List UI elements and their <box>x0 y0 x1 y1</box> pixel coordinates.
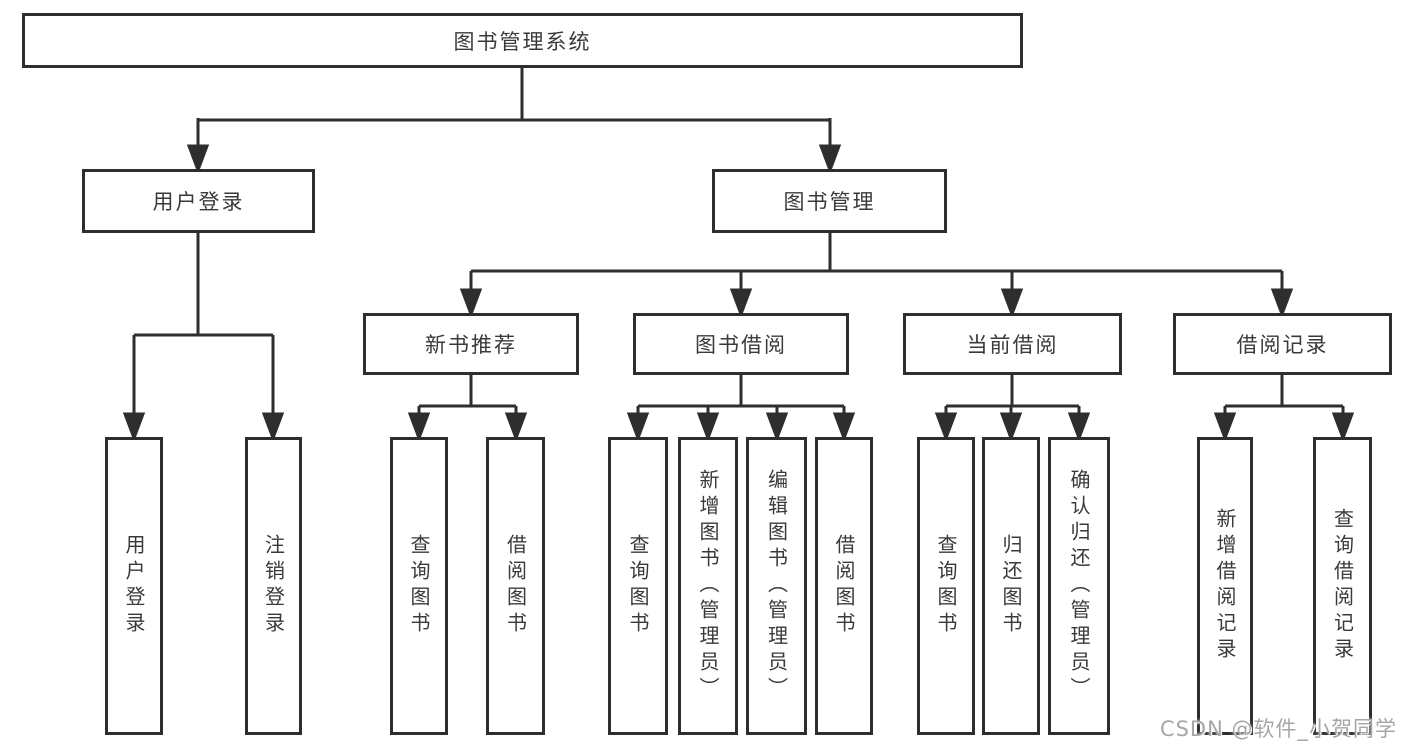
connector-login-to-leaves <box>122 233 285 443</box>
connector-mgmt-to-level3 <box>459 233 1294 319</box>
node-borrow-records: 借阅记录 <box>1173 313 1392 375</box>
leaf-borrow-query-books: 查询图书 <box>608 437 668 735</box>
leaf-borrow-query-books-label: 查询图书 <box>626 534 650 638</box>
leaf-current-confirm-return-admin: 确认归还（管理员） <box>1048 437 1110 735</box>
connector-current-to-leaves <box>934 375 1091 443</box>
connector-records-to-leaves <box>1213 375 1355 443</box>
leaf-newrec-borrow-books-label: 借阅图书 <box>503 534 528 638</box>
node-user-login: 用户登录 <box>82 169 315 233</box>
node-book-management: 图书管理 <box>712 169 947 233</box>
leaf-records-query-record-label: 查询借阅记录 <box>1330 508 1355 664</box>
leaf-newrec-query-books-label: 查询图书 <box>407 534 431 638</box>
leaf-borrow-borrow-books: 借阅图书 <box>815 437 873 735</box>
leaf-current-return-books-label: 归还图书 <box>999 534 1023 638</box>
connector-newrec-to-leaves <box>407 375 528 443</box>
node-current-borrow: 当前借阅 <box>903 313 1122 375</box>
leaf-current-query-books: 查询图书 <box>917 437 975 735</box>
leaf-borrow-add-books-admin: 新增图书（管理员） <box>678 437 738 735</box>
leaf-current-query-books-label: 查询图书 <box>934 534 958 638</box>
node-current-borrow-label: 当前借阅 <box>966 333 1059 357</box>
leaf-logout-label: 注销登录 <box>261 534 286 638</box>
node-root-library-system: 图书管理系统 <box>22 13 1023 68</box>
connector-borrow-to-leaves <box>626 375 856 443</box>
leaf-logout: 注销登录 <box>245 437 302 735</box>
node-new-book-recommend-label: 新书推荐 <box>425 333 517 357</box>
node-book-management-label: 图书管理 <box>783 190 876 214</box>
leaf-current-return-books: 归还图书 <box>982 437 1040 735</box>
leaf-user-login-label: 用户登录 <box>122 534 146 638</box>
node-book-borrow-label: 图书借阅 <box>695 333 787 357</box>
leaf-newrec-borrow-books: 借阅图书 <box>486 437 545 735</box>
leaf-user-login: 用户登录 <box>105 437 163 735</box>
node-root-label: 图书管理系统 <box>453 29 592 54</box>
node-book-borrow: 图书借阅 <box>633 313 849 375</box>
leaf-borrow-edit-books-admin: 编辑图书（管理员） <box>746 437 807 735</box>
leaf-current-confirm-return-admin-label: 确认归还（管理员） <box>1067 469 1091 703</box>
leaf-borrow-borrow-books-label: 借阅图书 <box>832 534 856 638</box>
leaf-records-add-record: 新增借阅记录 <box>1197 437 1253 735</box>
node-new-book-recommend: 新书推荐 <box>363 313 579 375</box>
csdn-watermark: CSDN @软件_小贺同学 <box>1159 717 1397 741</box>
leaf-borrow-edit-books-admin-label: 编辑图书（管理员） <box>764 469 789 703</box>
node-user-login-label: 用户登录 <box>152 190 245 214</box>
leaf-borrow-add-books-admin-label: 新增图书（管理员） <box>696 469 720 703</box>
leaf-records-query-record: 查询借阅记录 <box>1313 437 1372 735</box>
leaf-newrec-query-books: 查询图书 <box>390 437 448 735</box>
connector-root-to-level2 <box>186 68 842 175</box>
leaf-records-add-record-label: 新增借阅记录 <box>1213 508 1237 664</box>
node-borrow-records-label: 借阅记录 <box>1236 333 1329 357</box>
